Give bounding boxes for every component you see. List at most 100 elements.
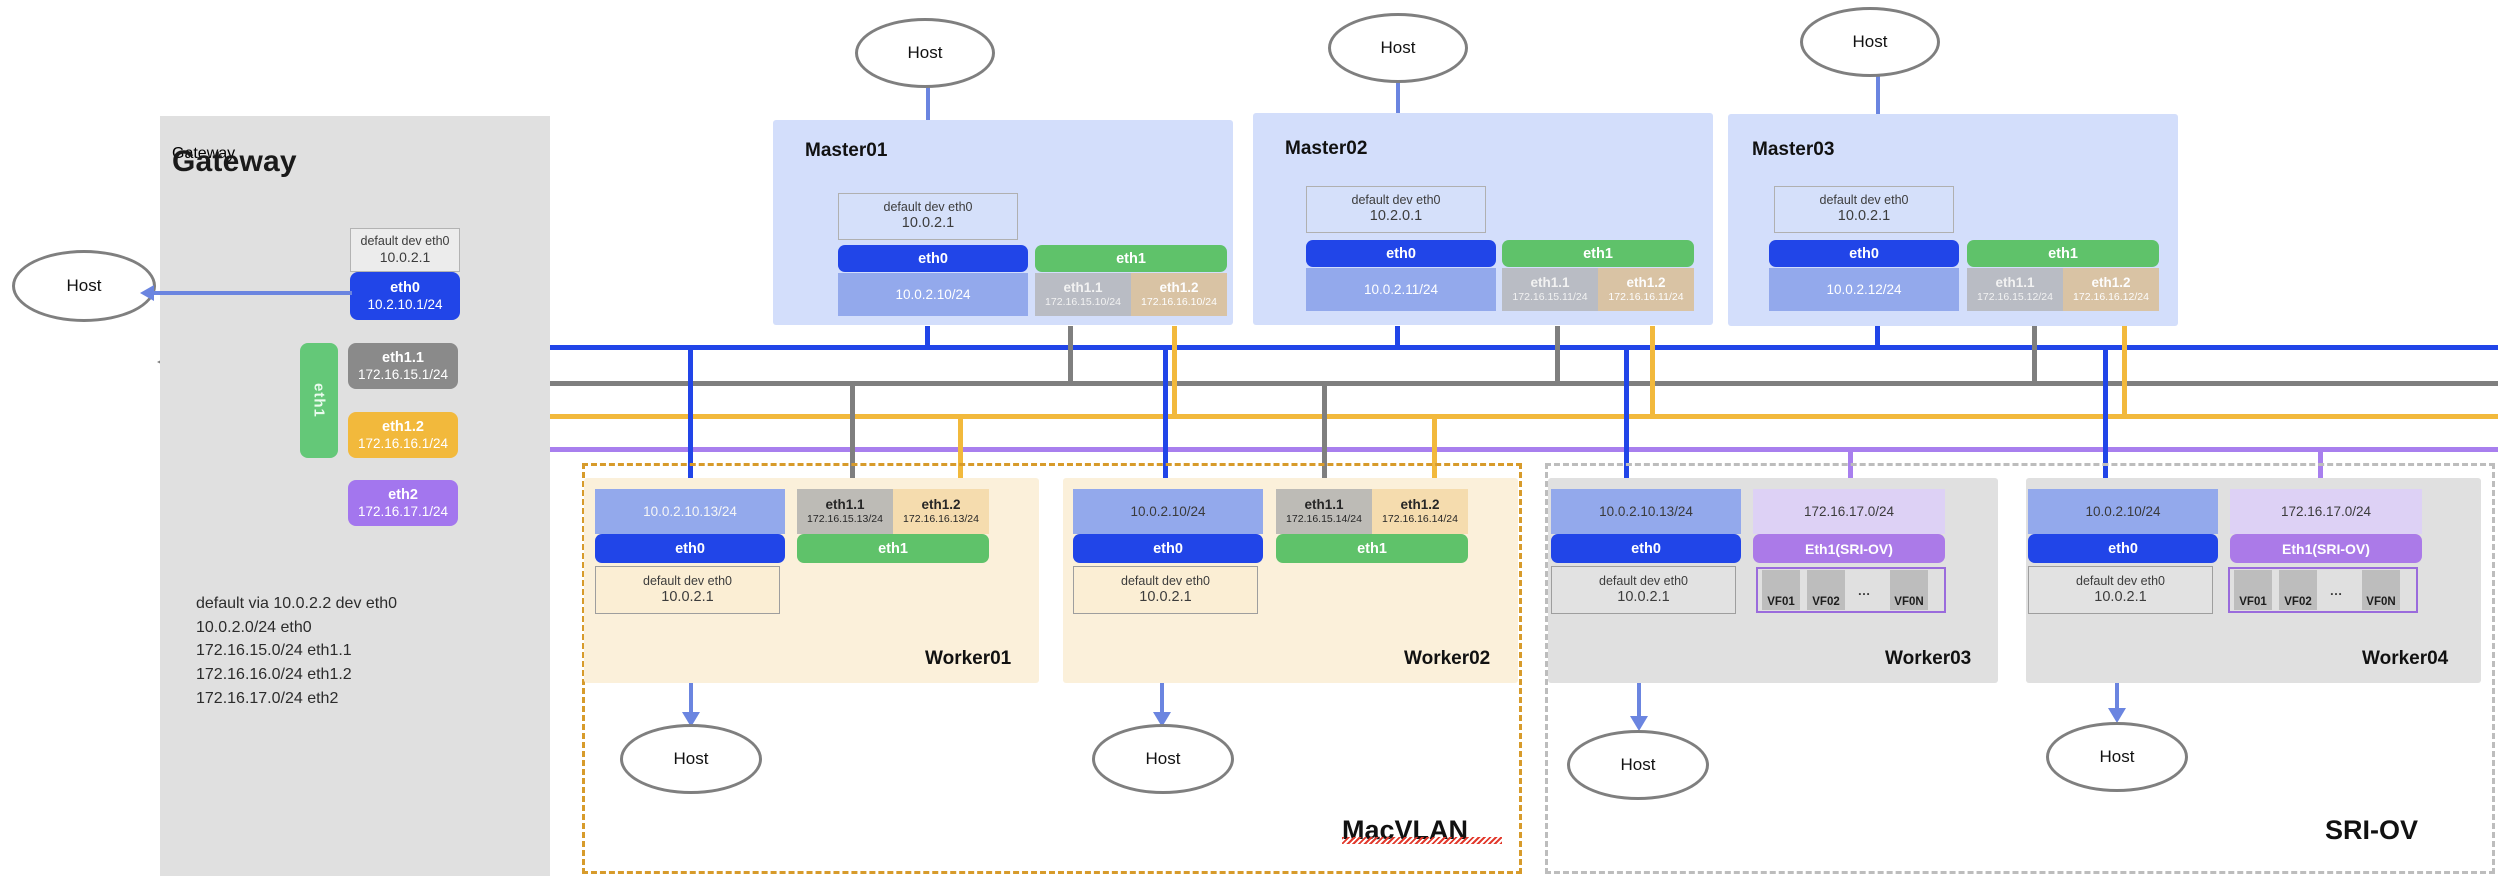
worker03-vf-0n[interactable]: VF0N — [1890, 570, 1928, 610]
master01-route-line1: default dev eth0 — [883, 200, 973, 215]
bus-line-eth1-2 — [230, 414, 2498, 419]
worker03-eth0-nic[interactable]: eth0 — [1551, 534, 1741, 563]
worker02-eth1-1-block: eth1.1 172.16.15.14/24 — [1276, 489, 1372, 534]
master01-eth0-nic[interactable]: eth0 — [838, 245, 1028, 272]
worker03-eth0-addr-block: 10.0.2.10.13/24 — [1551, 489, 1741, 534]
gateway-eth0-name: eth0 — [390, 279, 420, 296]
spellcheck-underline — [1342, 837, 1502, 844]
master03-title: Master03 — [1752, 139, 1835, 160]
drop-master02-eth0 — [1395, 326, 1400, 348]
master02-eth1-name: eth1 — [1583, 245, 1613, 262]
worker04-vf-01[interactable]: VF01 — [2234, 570, 2272, 610]
host-worker04-label: Host — [2099, 747, 2135, 766]
master01-eth1-1-addr: 172.16.15.10/24 — [1045, 296, 1121, 309]
worker03-sriov-nic[interactable]: Eth1(SRI-OV) — [1753, 534, 1945, 563]
host-worker02: Host — [1092, 724, 1234, 794]
master01-eth1-1-block: eth1.1 172.16.15.10/24 — [1035, 273, 1131, 316]
riser-worker02-eth0 — [1163, 347, 1168, 489]
master02-eth0-addr: 10.0.2.11/24 — [1363, 282, 1439, 297]
riser-worker04-sriov — [2318, 449, 2323, 489]
worker04-route-line2: 10.0.2.1 — [2094, 588, 2147, 605]
master02-eth1-nic[interactable]: eth1 — [1502, 240, 1694, 267]
master03-eth1-1-block: eth1.1 172.16.15.12/24 — [1967, 268, 2063, 311]
worker04-vf-01-label: VF01 — [2239, 596, 2267, 608]
host-master02: Host — [1328, 13, 1468, 83]
worker03-vf-01[interactable]: VF01 — [1762, 570, 1800, 610]
worker02-eth0-addr-block: 10.0.2.10/24 — [1073, 489, 1263, 534]
worker01-eth1-1-block: eth1.1 172.16.15.13/24 — [797, 489, 893, 534]
master02-eth1-2-name: eth1.2 — [1626, 275, 1666, 291]
gateway-title: Gateway — [172, 145, 236, 162]
worker04-vf-container: VF01 VF02 … VF0N — [2228, 567, 2418, 613]
drop-master02-eth1-1 — [1555, 326, 1560, 384]
master02-eth1-2-block: eth1.2 172.16.16.11/24 — [1598, 268, 1694, 311]
worker01-route-box: default dev eth0 10.0.2.1 — [595, 566, 780, 614]
worker04-vf-ellipsis: … — [2329, 582, 2343, 598]
worker02-route-box: default dev eth0 10.0.2.1 — [1073, 566, 1258, 614]
master01-eth1-nic[interactable]: eth1 — [1035, 245, 1227, 272]
master03-eth1-2-block: eth1.2 172.16.16.12/24 — [2063, 268, 2159, 311]
worker03-sriov-addr-block: 172.16.17.0/24 — [1753, 489, 1945, 534]
gateway-eth2-addr: 172.16.17.1/24 — [357, 503, 449, 519]
master02-eth0-name: eth0 — [1386, 245, 1416, 262]
worker01-eth0-nic[interactable]: eth0 — [595, 534, 785, 563]
riser-worker01-eth1-2 — [958, 416, 963, 489]
worker04-sriov-nic[interactable]: Eth1(SRI-OV) — [2230, 534, 2422, 563]
gateway-host-wire-arrow — [140, 285, 154, 301]
worker03-route-box: default dev eth0 10.0.2.1 — [1551, 566, 1736, 614]
bus-line-eth0 — [260, 345, 2498, 350]
worker03-vf-02[interactable]: VF02 — [1807, 570, 1845, 610]
master01-eth0-name: eth0 — [918, 250, 948, 267]
drop-master01-eth1-1 — [1068, 326, 1073, 384]
master03-eth1-nic[interactable]: eth1 — [1967, 240, 2159, 267]
worker04-route-line1: default dev eth0 — [2076, 573, 2165, 588]
master03-route-line2: 10.0.2.1 — [1837, 208, 1891, 225]
riser-worker01-eth1-1 — [850, 383, 855, 489]
gateway-eth1-trunk[interactable]: eth1 — [300, 343, 338, 458]
master01-eth0-addr: 10.0.2.10/24 — [895, 287, 971, 302]
worker04-vf-02[interactable]: VF02 — [2279, 570, 2317, 610]
gateway-eth0[interactable]: eth0 10.2.10.1/24 — [350, 272, 460, 320]
worker02-eth0-addr: 10.0.2.10/24 — [1130, 504, 1206, 519]
gateway-title-text: Gateway — [172, 145, 297, 178]
gateway-eth1-2-addr: 172.16.16.1/24 — [357, 435, 449, 451]
host-worker01: Host — [620, 724, 762, 794]
worker03-title: Worker03 — [1885, 648, 1972, 669]
master02-eth1-1-name: eth1.1 — [1530, 275, 1570, 291]
riser-worker02-eth1-1 — [1322, 383, 1327, 489]
worker02-title: Worker02 — [1404, 648, 1491, 669]
drop-master01-eth0 — [925, 326, 930, 348]
worker02-eth1-nic[interactable]: eth1 — [1276, 534, 1468, 563]
worker02-eth0-name: eth0 — [1153, 540, 1183, 557]
gateway-eth1-2[interactable]: eth1.2 172.16.16.1/24 — [348, 412, 458, 458]
worker04-eth0-nic[interactable]: eth0 — [2028, 534, 2218, 563]
worker04-vf-0n[interactable]: VF0N — [2362, 570, 2400, 610]
worker01-eth1-1-name: eth1.1 — [825, 497, 865, 513]
master01-route-line2: 10.0.2.1 — [901, 215, 955, 232]
gateway-eth2[interactable]: eth2 172.16.17.1/24 — [348, 480, 458, 526]
worker02-eth1-2-name: eth1.2 — [1400, 497, 1440, 513]
worker03-vf-ellipsis: … — [1857, 582, 1871, 598]
master02-route-line1: default dev eth0 — [1351, 193, 1441, 208]
riser-worker03-sriov — [1848, 449, 1853, 489]
host-worker01-label: Host — [673, 749, 709, 768]
master03-route-box: default dev eth0 10.0.2.1 — [1774, 186, 1954, 233]
master02-eth1-1-addr: 172.16.15.11/24 — [1512, 291, 1588, 304]
group-frame-macvlan — [582, 463, 1522, 874]
drop-master03-eth1-1 — [2032, 326, 2037, 384]
master01-eth0-addr-block: 10.0.2.10/24 — [838, 273, 1028, 316]
worker01-eth0-addr-block: 10.0.2.10.13/24 — [595, 489, 785, 534]
worker03-vf-0n-label: VF0N — [1894, 596, 1924, 608]
master02-route-line2: 10.2.0.1 — [1369, 208, 1423, 225]
group-frame-sriov — [1545, 463, 2495, 874]
route-entry: default via 10.0.2.2 dev eth0 — [196, 595, 398, 612]
master03-eth0-nic[interactable]: eth0 — [1769, 240, 1959, 267]
host-worker03: Host — [1567, 730, 1709, 800]
worker02-eth0-nic[interactable]: eth0 — [1073, 534, 1263, 563]
worker04-eth0-name: eth0 — [2108, 540, 2138, 557]
worker01-eth1-2-addr: 172.16.16.13/24 — [903, 513, 979, 526]
gateway-eth1-1[interactable]: eth1.1 172.16.15.1/24 — [348, 343, 458, 389]
worker01-eth1-nic[interactable]: eth1 — [797, 534, 989, 563]
master02-eth0-nic[interactable]: eth0 — [1306, 240, 1496, 267]
